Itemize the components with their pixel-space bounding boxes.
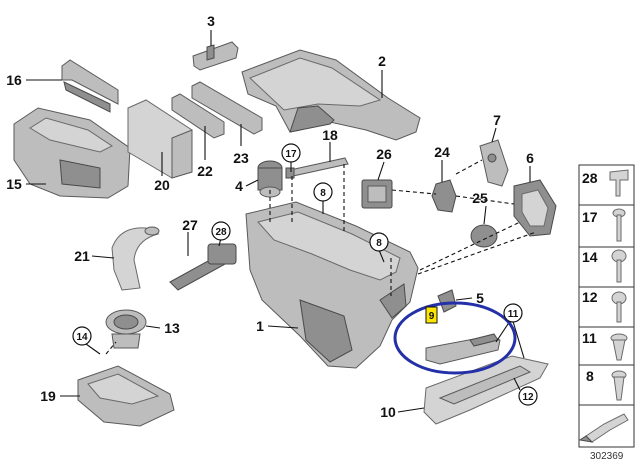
panel-label-14: 14: [582, 249, 598, 265]
part-7-bracket[interactable]: [479, 139, 509, 187]
callout-25: 25: [472, 190, 488, 206]
clip-8-icon: [611, 370, 627, 401]
part-18-rod[interactable]: [285, 157, 349, 179]
callout-22: 22: [197, 163, 213, 179]
callout-8-circled-b: 8: [376, 238, 382, 249]
callout-2: 2: [378, 53, 386, 69]
part-15-housing[interactable]: [13, 107, 131, 199]
part-5-clip[interactable]: [437, 289, 457, 313]
highlight-callout-9[interactable]: 9: [425, 306, 438, 324]
callout-11-circled: 11: [508, 309, 519, 320]
highlight-ring: [393, 301, 517, 375]
panel-label-12: 12: [582, 289, 598, 305]
callout-10: 10: [380, 404, 396, 420]
leader-lines: [26, 30, 531, 413]
part-24-plug[interactable]: [431, 179, 457, 213]
callout-15: 15: [6, 176, 22, 192]
callout-6: 6: [526, 150, 534, 166]
callout-27: 27: [182, 217, 198, 233]
part-3-bracket[interactable]: [192, 41, 239, 71]
part-20-panel[interactable]: [127, 99, 193, 179]
callout-20: 20: [154, 177, 170, 193]
part-22-panel[interactable]: [171, 93, 225, 139]
callout-17-circled: 17: [285, 149, 297, 160]
callout-24: 24: [434, 144, 450, 160]
part-1-airbox[interactable]: [245, 201, 419, 369]
part-16-guide[interactable]: [61, 59, 119, 113]
panel-label-11: 11: [582, 330, 597, 346]
bolt-12-icon: [611, 291, 627, 323]
callout-12-circled: 12: [522, 392, 534, 403]
arrow-symbol-icon: [578, 413, 629, 443]
part-2-cover[interactable]: [241, 49, 421, 141]
part-13-element[interactable]: [105, 309, 147, 349]
part-27-sensor[interactable]: [169, 243, 237, 291]
part-21-hose[interactable]: [111, 226, 160, 291]
callout-4: 4: [235, 178, 243, 194]
callout-labels: 3 2 16 15 20 22 23 18 4 26 24 7 6 25 21 …: [6, 13, 534, 420]
callout-14-circled: 14: [76, 332, 88, 343]
part-4-plug[interactable]: [257, 160, 283, 198]
part-6-bracket[interactable]: [513, 179, 557, 237]
callout-9-highlight: 9: [429, 311, 435, 322]
part-25-cap[interactable]: [470, 224, 498, 248]
part-19-bracket[interactable]: [77, 365, 175, 427]
assembly-dashed-lines: [105, 159, 537, 355]
callout-16: 16: [6, 72, 22, 88]
panel-label-28: 28: [582, 170, 598, 186]
clip-28-icon: [609, 169, 629, 197]
callout-13: 13: [164, 320, 180, 336]
part-26-connector[interactable]: [361, 179, 393, 209]
diagram-number: 302369: [590, 451, 624, 462]
rivet-11-icon: [610, 333, 628, 361]
callout-3: 3: [207, 13, 215, 29]
fastener-panel: 28 17 14 12 11 8: [578, 164, 635, 462]
callout-8-circled-a: 8: [320, 188, 326, 199]
part-10-cover[interactable]: [423, 355, 549, 425]
callout-1: 1: [256, 318, 264, 334]
screw-14-icon: [611, 249, 627, 283]
callout-28-circled: 28: [215, 227, 227, 238]
callout-18: 18: [322, 127, 338, 143]
callout-23: 23: [233, 150, 249, 166]
part-9-seal[interactable]: [425, 333, 501, 365]
part-23-panel[interactable]: [191, 81, 263, 135]
callout-7: 7: [493, 112, 501, 128]
callout-21: 21: [74, 248, 90, 264]
circled-callouts: 17 8 8 28 11 14 12: [72, 143, 538, 406]
callout-5: 5: [476, 290, 484, 306]
panel-label-17: 17: [582, 209, 598, 225]
panel-label-8: 8: [586, 368, 594, 384]
callout-26: 26: [376, 146, 392, 162]
callout-19: 19: [40, 388, 56, 404]
screw-17-icon: [612, 208, 626, 242]
